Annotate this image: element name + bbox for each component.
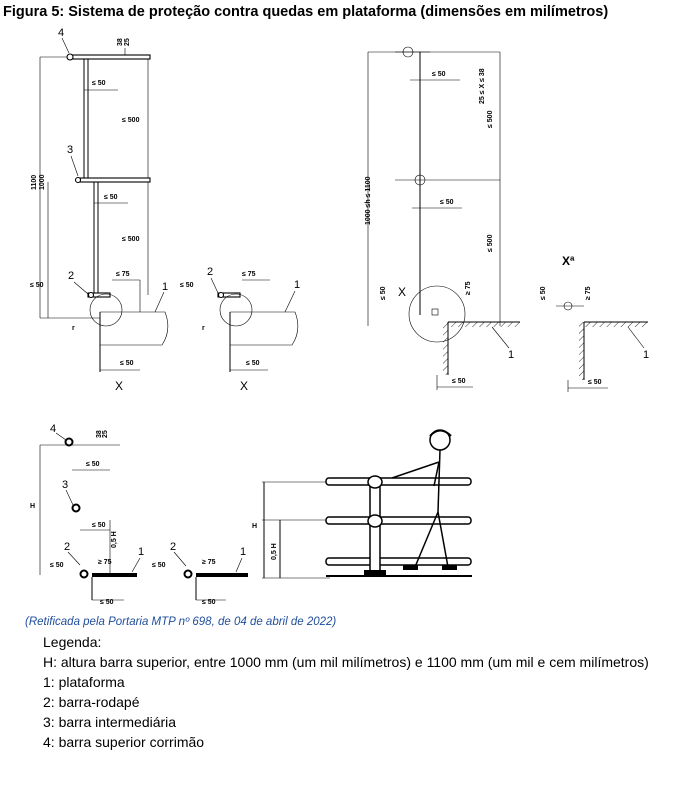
- dim-le75-b: ≤ 75: [242, 271, 256, 278]
- svg-text:≤ 50: ≤ 50: [100, 599, 114, 606]
- dim-le50-b: ≤ 50: [104, 194, 118, 201]
- dim-le50-a: ≤ 50: [92, 80, 106, 87]
- svg-text:≤ 50: ≤ 50: [86, 461, 100, 468]
- legend-item-1: 1: plataforma: [43, 674, 125, 690]
- label-1d: 1: [643, 349, 649, 361]
- dim-le50-c: ≤ 50: [30, 282, 44, 289]
- label-r-b: r: [202, 325, 205, 332]
- detail-view-toe: 2 ≤ 50 ≤ 75 1 r ≤ 50 X: [180, 266, 300, 393]
- svg-text:38: 38: [96, 430, 103, 438]
- rail-middle: [325, 516, 472, 525]
- svg-text:≤ 50: ≤ 50: [440, 199, 454, 206]
- legend-h: H: altura barra superior, entre 1000 mm …: [43, 654, 649, 670]
- svg-text:≤ 50: ≤ 50: [432, 71, 446, 78]
- svg-text:≤ 50: ≤ 50: [202, 599, 216, 606]
- label-4: 4: [58, 27, 64, 39]
- label-x-mid: X: [240, 379, 248, 393]
- dim-38: 38: [117, 38, 124, 46]
- dim-le50-e: ≤ 50: [180, 282, 194, 289]
- label-h-right: H: [252, 523, 257, 530]
- svg-text:≥ 75: ≥ 75: [98, 559, 112, 566]
- svg-text:≤ 50: ≤ 50: [540, 286, 547, 300]
- svg-text:1: 1: [138, 546, 144, 558]
- guardrail-diagram: 1100 1000 4 38 25 ≤ 50 ≤ 500 3 ≤ 50 ≤ 50…: [30, 27, 649, 606]
- label-half-h-right: 0,5 H: [271, 543, 278, 560]
- svg-text:≥ 75: ≥ 75: [585, 286, 592, 300]
- label-h-left: H: [30, 503, 35, 510]
- svg-text:1: 1: [240, 546, 246, 558]
- svg-text:≥ 75: ≥ 75: [465, 281, 472, 295]
- dim-range-x: 25 ≤ X ≤ 38: [479, 68, 486, 104]
- label-1b: 1: [294, 279, 300, 291]
- label-r: r: [72, 325, 75, 332]
- dim-le500-b: ≤ 500: [122, 236, 140, 243]
- dim-1000: 1000: [39, 174, 46, 190]
- middle-rail: [77, 177, 151, 183]
- section-view-left: 1100 1000 4 38 25 ≤ 50 ≤ 500 3 ≤ 50 ≤ 50…: [30, 27, 169, 393]
- rectification-note: (Retificada pela Portaria MTP nº 698, de…: [25, 616, 337, 628]
- legend-title: Legenda:: [43, 634, 102, 650]
- figure-title: Figura 5: Sistema de proteção contra que…: [3, 4, 609, 20]
- label-x-right: X: [398, 285, 406, 299]
- svg-text:≤ 50: ≤ 50: [588, 379, 602, 386]
- top-rail-end: [66, 53, 74, 61]
- label-half-h-left: 0,5 H: [111, 531, 118, 548]
- svg-text:≤ 50: ≤ 50: [152, 562, 166, 569]
- dim-le500-a: ≤ 500: [122, 117, 140, 124]
- svg-text:2: 2: [170, 541, 176, 553]
- simplified-detail: 2 ≤ 50 ≥ 75 1 ≤ 50: [152, 541, 248, 606]
- svg-text:≤ 50: ≤ 50: [246, 360, 260, 367]
- platform-1: [100, 311, 169, 346]
- svg-text:≤ 500: ≤ 500: [487, 234, 494, 252]
- worker-figure: [391, 429, 457, 570]
- top-rail: [69, 54, 151, 60]
- svg-text:2: 2: [64, 541, 70, 553]
- dim-25: 25: [124, 38, 131, 46]
- rail-top: [325, 477, 472, 486]
- legend-item-3: 3: barra intermediária: [43, 714, 177, 730]
- label-1: 1: [162, 281, 168, 293]
- svg-text:≥ 75: ≥ 75: [202, 559, 216, 566]
- svg-text:≤ 50: ≤ 50: [92, 522, 106, 529]
- legend-item-2: 2: barra-rodapé: [43, 694, 140, 710]
- label-2b: 2: [207, 266, 213, 278]
- svg-text:≤ 500: ≤ 500: [487, 110, 494, 128]
- legend-item-4: 4: barra superior corrimão: [43, 734, 205, 750]
- svg-text:25: 25: [102, 430, 109, 438]
- label-3b: 3: [62, 479, 68, 491]
- label-3: 3: [67, 144, 73, 156]
- detail-view-xa: Xª ≤ 50 ≥ 75 1 ≤ 50: [540, 254, 649, 392]
- label-xa: Xª: [562, 254, 575, 268]
- railing-illustration: H 0,5 H: [252, 429, 472, 579]
- label-1c: 1: [508, 349, 514, 361]
- dim-le50-d: ≤ 50: [120, 360, 134, 367]
- svg-text:≤ 50: ≤ 50: [50, 562, 64, 569]
- rail-bottom: [325, 557, 472, 566]
- section-view-right: 1000 ≤h ≤ 1100 ≤ 50 25 ≤ X ≤ 38 ≤ 500 ≤ …: [365, 46, 520, 390]
- dim-le75-a: ≤ 75: [116, 271, 130, 278]
- dim-1100: 1100: [31, 175, 38, 190]
- svg-text:≤ 50: ≤ 50: [452, 378, 466, 385]
- label-2: 2: [68, 270, 74, 282]
- dim-range-h: 1000 ≤h ≤ 1100: [365, 176, 372, 225]
- label-4b: 4: [50, 423, 56, 435]
- label-x-left: X: [115, 379, 123, 393]
- svg-text:≤ 50: ≤ 50: [380, 286, 387, 300]
- simplified-section: 4 H 38 25 ≤ 50 3 ≤ 50 0,5 H 2 ≤ 50 ≥ 75 …: [30, 423, 144, 606]
- legend: Legenda: H: altura barra superior, entre…: [43, 632, 663, 752]
